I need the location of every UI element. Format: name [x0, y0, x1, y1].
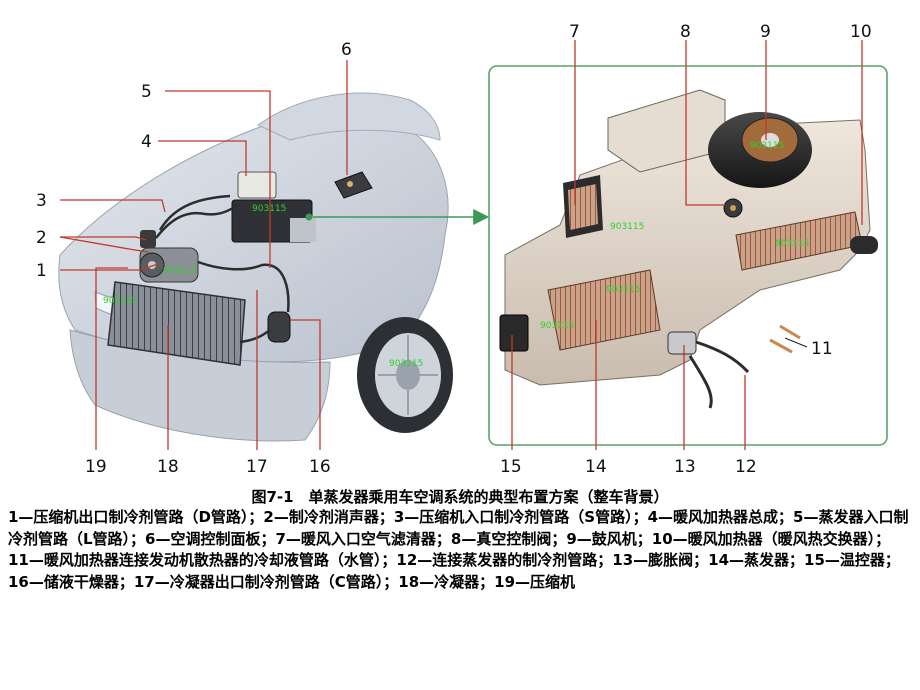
evaporator-refrigerant-pipes [688, 340, 750, 409]
side-vent [850, 236, 878, 254]
watermark: 903115 [252, 204, 286, 214]
receiver-drier [267, 311, 291, 343]
watermark: 903115 [606, 285, 640, 295]
hvac-module-illustration: 903115 903115 903115 903115 903115 [499, 89, 878, 409]
refrigerant-muffler [140, 230, 156, 248]
callout-19: 19 [85, 457, 107, 477]
watermark: 903115 [775, 239, 809, 249]
figure-legend: 1—压缩机出口制冷剂管路（D管路）；2—制冷剂消声器；3—压缩机入口制冷剂管路（… [8, 508, 909, 591]
expansion-valve [667, 331, 697, 355]
evaporator [547, 269, 661, 351]
callout-3: 3 [36, 191, 47, 211]
callout-6: 6 [341, 40, 352, 60]
callout-2: 2 [36, 228, 47, 248]
leader-lines [59, 40, 863, 450]
callout-9: 9 [760, 22, 771, 42]
callout-1: 1 [36, 261, 47, 281]
coolant-pipes [769, 324, 801, 354]
callout-11: 11 [811, 339, 833, 359]
callout-10: 10 [850, 22, 872, 42]
blower [708, 112, 812, 188]
thermostat [499, 314, 529, 352]
callout-16: 16 [309, 457, 331, 477]
callout-4: 4 [141, 132, 152, 152]
condenser [107, 281, 246, 366]
car-windshield [257, 92, 441, 141]
callout-15: 15 [500, 457, 522, 477]
watermark: 903115 [750, 141, 784, 151]
detail-pointer-arrow [305, 209, 490, 225]
watermark: 903115 [103, 296, 137, 306]
car-wheel [357, 317, 453, 433]
compressor [139, 247, 199, 283]
ac-layout-illustration: 903115 903115 903115 903115 [36, 22, 888, 477]
watermark: 903115 [389, 359, 423, 369]
callout-14: 14 [585, 457, 607, 477]
callout-5: 5 [141, 82, 152, 102]
ac-control-panel [334, 171, 373, 199]
watermark: 903115 [540, 321, 574, 331]
callout-numbers: 1 2 3 4 5 6 7 8 9 10 11 12 13 14 15 16 1… [36, 22, 872, 477]
heater-inlet-air-filter [563, 175, 603, 238]
callout-18: 18 [157, 457, 179, 477]
callout-13: 13 [674, 457, 696, 477]
detail-frame [488, 65, 888, 446]
watermark: 903115 [610, 222, 644, 232]
watermark: 903115 [163, 266, 197, 276]
callout-17: 17 [246, 457, 268, 477]
callout-8: 8 [680, 22, 691, 42]
callout-7: 7 [569, 22, 580, 42]
vacuum-control-valve [723, 198, 743, 218]
car-illustration: 903115 903115 903115 903115 [58, 92, 453, 442]
figure-caption-title: 图7-1 单蒸发器乘用车空调系统的典型布置方案（整车背景） [251, 488, 669, 506]
callout-12: 12 [735, 457, 757, 477]
heater-assembly [231, 171, 316, 243]
